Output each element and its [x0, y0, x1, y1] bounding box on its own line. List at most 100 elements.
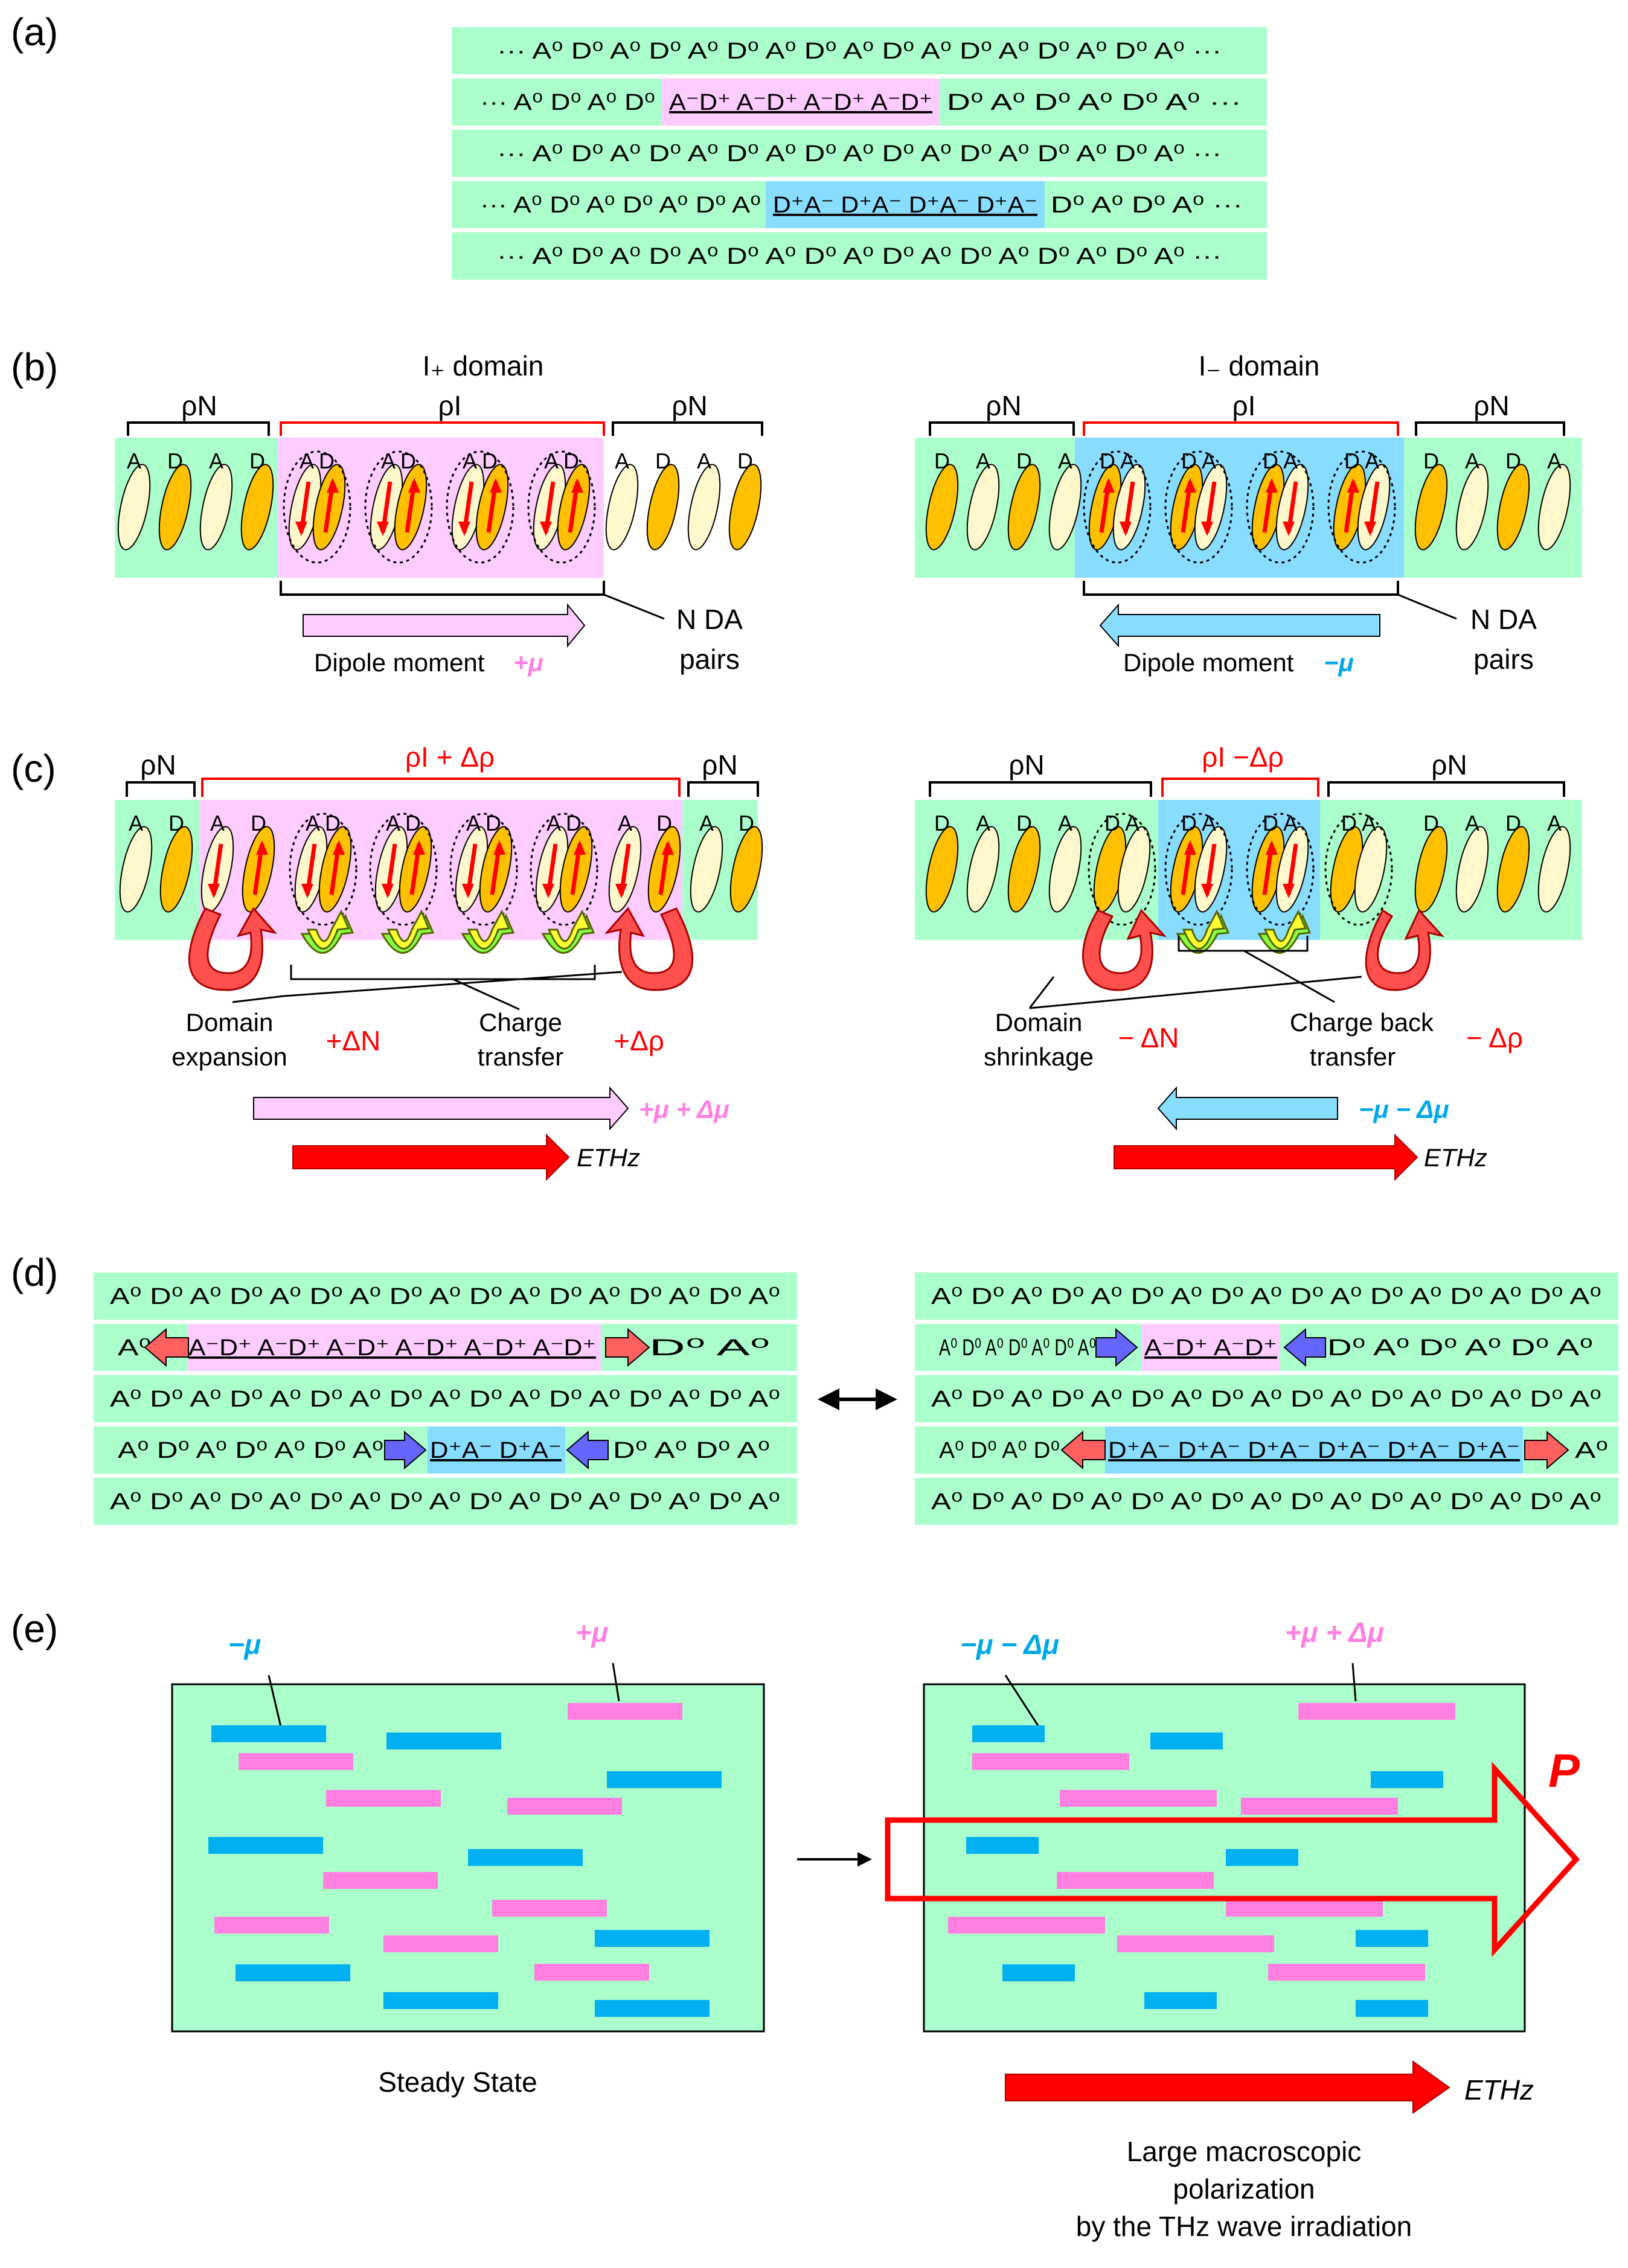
- donor-molecule: [158, 464, 192, 551]
- acceptor-molecule: [1354, 826, 1388, 913]
- rho-n-bracket: [126, 781, 196, 797]
- ethz-arrow: [1114, 1133, 1418, 1181]
- row2-left-text: ··· A⁰ D⁰ A⁰ D⁰: [480, 90, 655, 115]
- molecule-letter: A: [129, 811, 143, 835]
- pair-ring: [1164, 450, 1233, 564]
- arrow-head: [1103, 478, 1115, 493]
- molecule-letter: D: [739, 811, 754, 835]
- mu-minus-label: −μ − Δμ: [1359, 1095, 1449, 1123]
- arrow-head: [574, 840, 586, 855]
- chain-row: [94, 1273, 797, 1320]
- domain-shrink-arrow: [1082, 909, 1167, 991]
- neutral-row-text: A⁰ D⁰ A⁰ D⁰ A⁰ D⁰ A⁰ D⁰ A⁰ D⁰ A⁰ D⁰ A⁰ D…: [931, 1387, 1601, 1412]
- acceptor-molecule: [119, 826, 153, 913]
- arrow-head: [1283, 522, 1295, 536]
- rho-n-label: ρN: [1473, 390, 1509, 421]
- pair-ring: [283, 450, 351, 564]
- row4-ionic-text: D⁺A⁻ D⁺A⁻ D⁺A⁻ D⁺A⁻: [773, 193, 1037, 218]
- charge-back-bracket: [1178, 936, 1309, 952]
- molecule-letter: D: [1423, 449, 1439, 473]
- donor-molecule: [1007, 826, 1041, 913]
- panel-e-left: −μ +μ Steady State: [171, 1617, 765, 2098]
- rho-i-plus-label: ρI + Δρ: [405, 741, 495, 773]
- molecule-letter: A: [209, 449, 223, 473]
- pair-ring: [446, 450, 514, 564]
- rho-n-label: ρN: [1008, 749, 1044, 781]
- chain-row: [915, 1375, 1618, 1422]
- domain-plus-bar: [507, 1798, 622, 1815]
- domain-minus-bar: [1371, 1771, 1443, 1788]
- domain-minus-bar: [607, 1771, 722, 1788]
- minus-mu-leader: [1004, 1675, 1040, 1727]
- chain-row: [915, 1273, 1618, 1320]
- acceptor-molecule: [117, 464, 151, 551]
- pair-ring: [449, 813, 518, 926]
- domain-plus-bar: [1298, 1703, 1455, 1720]
- plus-mu-leader: [612, 1663, 620, 1702]
- rho-i-minus-label: ρI −Δρ: [1202, 741, 1283, 773]
- arrow-head: [1283, 884, 1295, 898]
- panel-label-d: (d): [11, 1251, 58, 1294]
- rho-n-bracket: [612, 421, 763, 436]
- domain-leader: [232, 995, 284, 1003]
- arrow-head: [1347, 478, 1359, 493]
- domain-plus-bar: [214, 1917, 329, 1934]
- delta-n-label: +ΔN: [326, 1025, 381, 1056]
- molecule-letter: D: [1016, 811, 1032, 835]
- molecule-letter: A: [618, 811, 632, 835]
- neutral-row-text: ··· A⁰ D⁰ A⁰ D⁰ A⁰ D⁰ A⁰ D⁰ A⁰ D⁰ A⁰ D⁰ …: [497, 39, 1222, 64]
- domain-plus-bar: [383, 1935, 498, 1952]
- domain-shrink-arrow: [1365, 909, 1445, 991]
- arrow-head: [458, 522, 470, 536]
- domain-plus-bar: [326, 1790, 441, 1807]
- pair-ring: [1327, 450, 1396, 564]
- domain-minus-bar: [595, 1930, 710, 1947]
- arrow-head: [1184, 840, 1196, 855]
- charge-back-arc: [1182, 909, 1226, 950]
- row4-right-text: D⁰ A⁰ D⁰ A⁰: [613, 1438, 770, 1463]
- shrink-arrow-left: [1095, 1327, 1138, 1367]
- domain-leader: [1028, 976, 1055, 1009]
- arrow-head: [1266, 840, 1278, 855]
- arrow-head: [327, 478, 339, 493]
- rho-n-label: ρN: [1431, 749, 1467, 781]
- domain-minus-bar: [208, 1837, 323, 1854]
- arrow-head: [571, 478, 583, 493]
- domain-plus-bar: [568, 1703, 682, 1720]
- molecule-letter: D: [656, 811, 672, 835]
- arrow-head: [662, 840, 674, 855]
- molecule-letter: A D: [463, 449, 498, 473]
- row4-ionic-text: D⁺A⁻ D⁺A⁻: [430, 1438, 562, 1463]
- molecule-letter: D: [934, 811, 950, 835]
- arrow-head: [540, 522, 552, 536]
- arrow-head: [542, 884, 554, 898]
- acceptor-molecule: [1048, 464, 1082, 551]
- expand-arrow-right: [605, 1327, 650, 1367]
- pair-ring: [530, 813, 598, 926]
- arrow-head: [382, 884, 394, 898]
- rho-n-label: ρN: [140, 749, 176, 781]
- ionic-plus-domain: [187, 1324, 601, 1371]
- domain-leader: [283, 971, 623, 997]
- charge-transfer-line1: Charge: [479, 1008, 562, 1037]
- arrow-head: [462, 884, 474, 898]
- rho-n-label: ρN: [181, 390, 217, 421]
- expand-arrow-left: [1060, 1430, 1106, 1470]
- row4-ionic-text: D⁺A⁻ D⁺A⁻ D⁺A⁻ D⁺A⁻ D⁺A⁻ D⁺A⁻: [1108, 1438, 1520, 1463]
- chain-row: [94, 1375, 797, 1422]
- arrow-head: [295, 522, 307, 536]
- panel-e-right: −μ − Δμ +μ + Δμ P ETHz Large: [885, 1617, 1580, 2242]
- arrow-head: [493, 840, 505, 855]
- n-pairs-line2: pairs: [1473, 644, 1534, 675]
- donor-molecule: [1496, 826, 1530, 913]
- molecule-letter: A D: [544, 449, 579, 473]
- charge-transfer-arc: [547, 909, 591, 950]
- rho-i-label: ρI: [438, 390, 462, 421]
- arrow-head: [377, 522, 389, 536]
- molecule-letter: A: [1547, 449, 1562, 473]
- domain-shrinkage-line1: Domain: [995, 1008, 1083, 1037]
- minus-mu-label: −μ: [228, 1629, 261, 1660]
- mu-plus-label: +μ + Δμ: [639, 1095, 729, 1123]
